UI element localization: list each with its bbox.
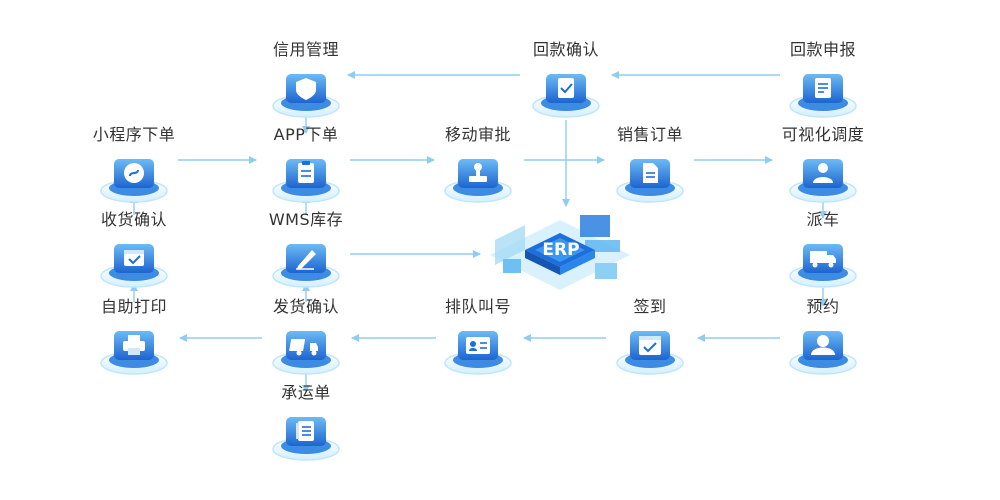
delivery-truck-icon: [272, 331, 340, 375]
stamp-icon: [444, 159, 512, 203]
warehouse-pen-icon: [272, 244, 340, 288]
person-icon: [789, 159, 857, 203]
node-credit: 信用管理: [246, 40, 366, 120]
node-sales-order: 销售订单: [590, 125, 710, 205]
node-label: 派车: [806, 210, 840, 229]
node-label: 收货确认: [100, 210, 167, 229]
calendar-check-icon: [616, 331, 684, 375]
node-ship-confirm: 发货确认: [246, 297, 366, 377]
shield-icon: [272, 74, 340, 118]
truck-icon: [789, 244, 857, 288]
node-label: 承运单: [281, 383, 331, 402]
miniprogram-icon: [100, 159, 168, 203]
node-label: 可视化调度: [781, 125, 865, 144]
node-label: WMS库存: [268, 210, 344, 229]
node-dispatch-truck: 派车: [763, 210, 883, 290]
node-label: 签到: [633, 297, 667, 316]
node-mobile-approval: 移动审批: [418, 125, 538, 205]
node-payment-report: 回款申报: [763, 40, 883, 120]
node-label: 小程序下单: [92, 125, 176, 144]
node-label: 发货确认: [272, 297, 339, 316]
node-label: 回款申报: [789, 40, 856, 59]
node-label: 销售订单: [616, 125, 683, 144]
node-self-print: 自助打印: [74, 297, 194, 377]
node-visual-dispatch: 可视化调度: [763, 125, 883, 205]
erp-label: ERP: [542, 240, 580, 260]
node-label: 排队叫号: [444, 297, 511, 316]
file-icon: [616, 159, 684, 203]
node-payment-confirm: 回款确认: [506, 40, 626, 120]
document-icon: [789, 74, 857, 118]
node-label: APP下单: [273, 125, 339, 144]
checklist-icon: [532, 74, 600, 118]
node-wms: WMS库存: [246, 210, 366, 290]
node-label: 自助打印: [100, 297, 167, 316]
node-appointment: 预约: [763, 297, 883, 377]
node-app-order: APP下单: [246, 125, 366, 205]
node-checkin: 签到: [590, 297, 710, 377]
id-card-icon: [444, 331, 512, 375]
user-avatar-icon: [789, 331, 857, 375]
node-receipt-confirm: 收货确认: [74, 210, 194, 290]
printer-icon: [100, 331, 168, 375]
node-waybill: 承运单: [246, 383, 366, 463]
node-queue: 排队叫号: [418, 297, 538, 377]
node-label: 回款确认: [532, 40, 599, 59]
node-label: 预约: [806, 297, 840, 316]
node-label: 信用管理: [272, 40, 339, 59]
node-miniapp-order: 小程序下单: [74, 125, 194, 205]
clipboard-icon: [272, 159, 340, 203]
erp-chip-icon: [490, 215, 630, 290]
box-check-icon: [100, 244, 168, 288]
node-label: 移动审批: [444, 125, 511, 144]
waybill-icon: [272, 417, 340, 461]
